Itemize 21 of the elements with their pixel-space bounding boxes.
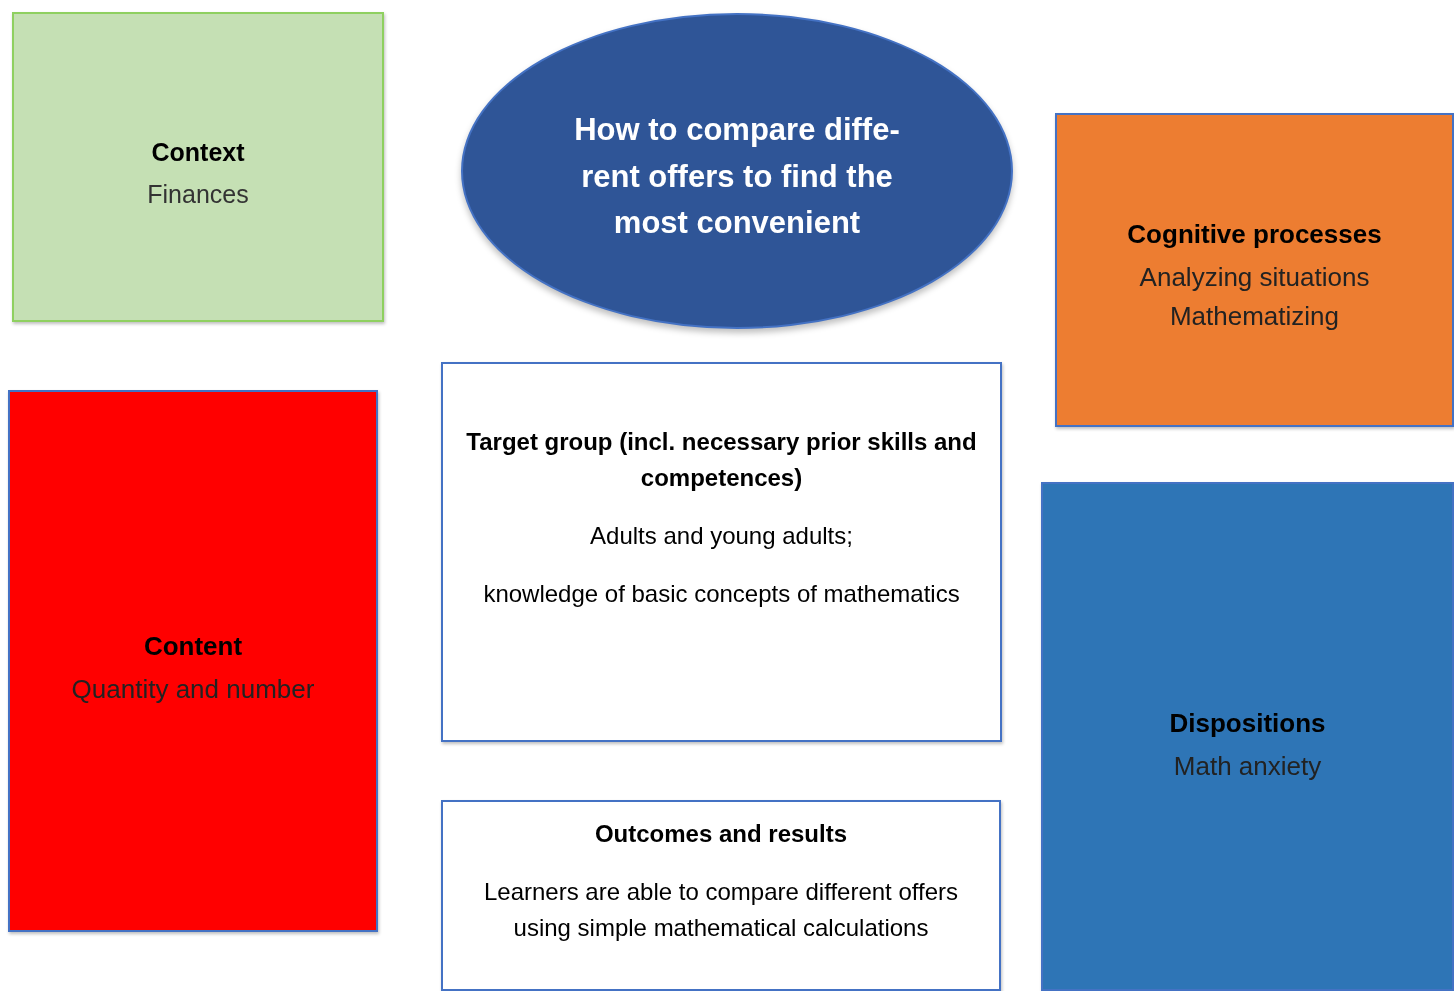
info-card	[1041, 482, 1454, 991]
card-text: knowledge of basic concepts of mathematics	[483, 579, 960, 609]
card-text: Math anxiety	[1173, 750, 1322, 783]
info-card	[441, 800, 1001, 991]
card-text: Finances	[147, 178, 249, 210]
info-card	[12, 12, 384, 322]
card-heading: Outcomes and results	[594, 819, 848, 849]
card-text: Adults and young adults;	[590, 521, 853, 551]
card-text: Learners are able to compare different offers using simple mathematical calculations	[483, 877, 959, 943]
topic-title: How to compare diffe-rent offers to find the most convenient	[573, 111, 901, 242]
card-text: Analyzing situations	[1139, 261, 1370, 294]
card-text: Mathematizing	[1169, 300, 1340, 333]
card-text: Quantity and number	[71, 673, 315, 706]
card-heading: Cognitive processes	[1127, 218, 1382, 251]
card-heading: Context	[151, 137, 245, 168]
card-heading: Content	[143, 630, 243, 663]
card-heading: Target group (incl. necessary prior skills and competences)	[465, 427, 978, 493]
info-card	[8, 390, 378, 932]
card-heading: Dispositions	[1169, 707, 1326, 740]
info-card	[441, 362, 1002, 742]
info-card	[1055, 113, 1454, 427]
